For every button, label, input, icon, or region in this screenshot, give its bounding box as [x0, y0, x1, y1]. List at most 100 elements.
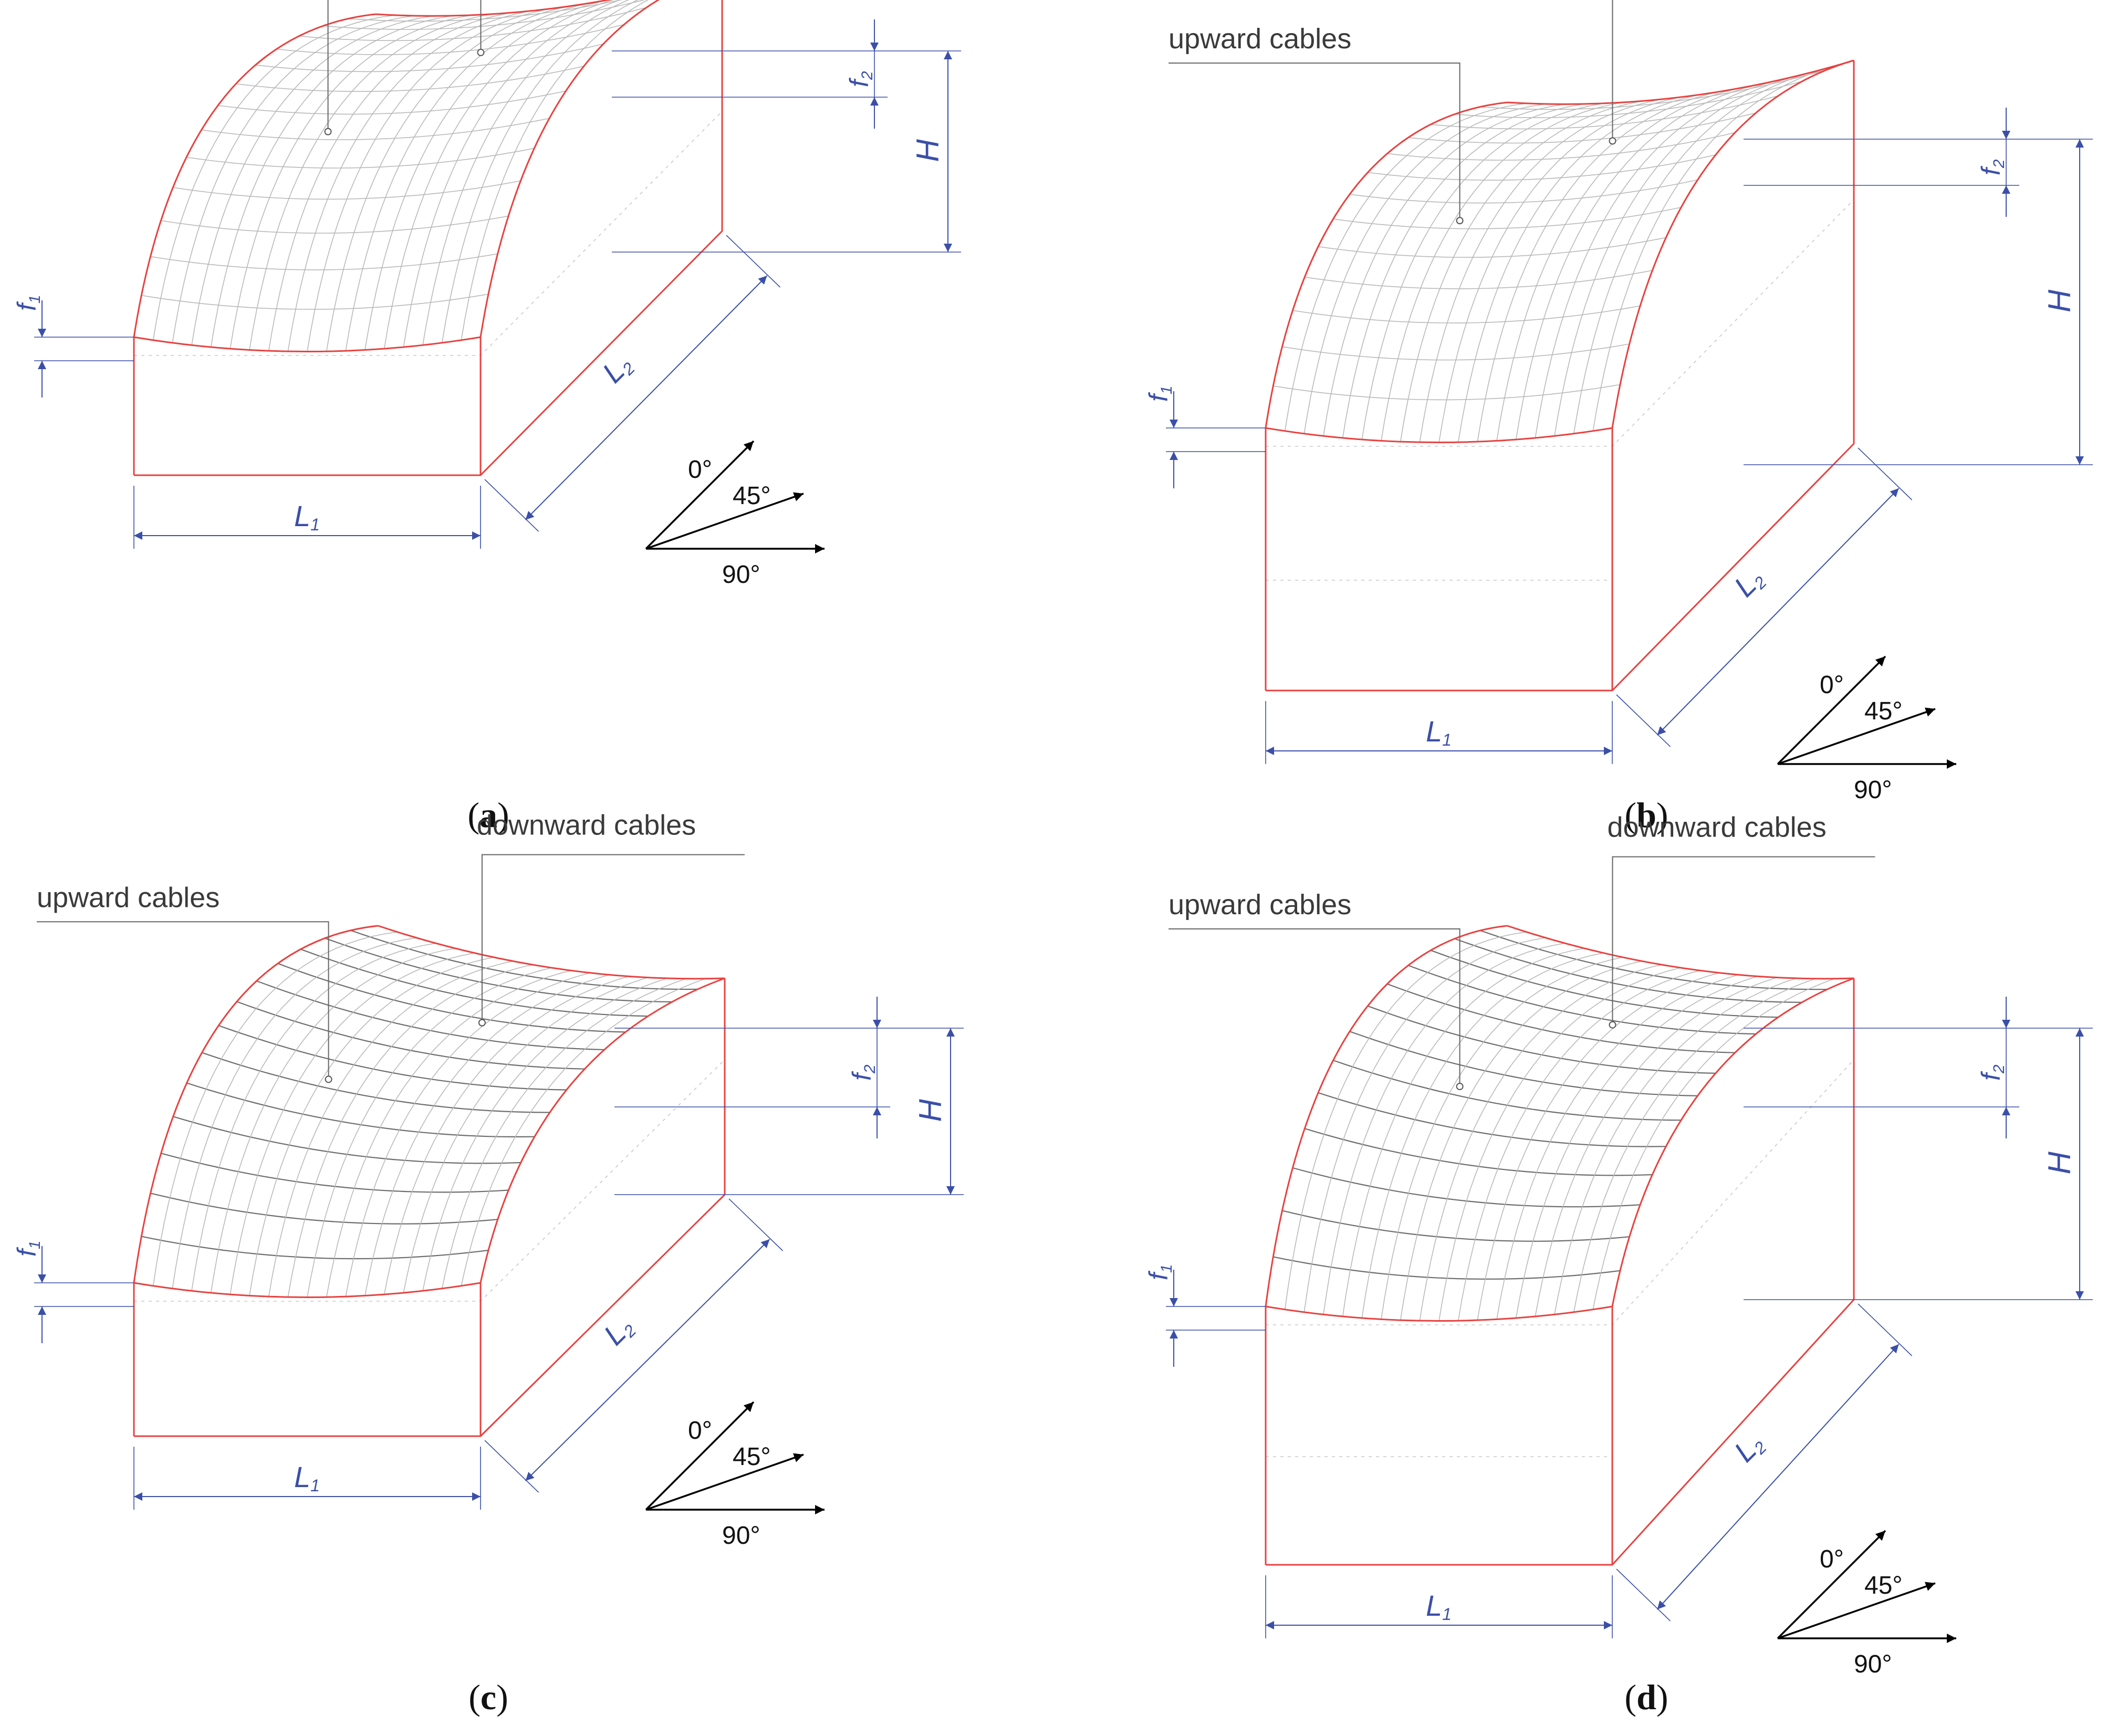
downward-leader: [481, 854, 745, 1023]
angle-90-label: 90°: [722, 561, 760, 589]
downward-cable-line: [210, 15, 453, 348]
upward-cable-line: [1318, 237, 1666, 258]
downward-cable-line: [345, 972, 590, 1297]
downward-cable-line: [383, 0, 614, 349]
downward-leader-dot: [477, 48, 485, 56]
f1-label: f1: [12, 295, 44, 311]
downward-cable-line: [1303, 103, 1546, 434]
angle-45-label: 45°: [733, 1443, 771, 1471]
upward-cable-line: [236, 1001, 585, 1070]
downward-cable-line: [403, 977, 648, 1293]
downward-cables-label: downward cables: [1607, 812, 1826, 843]
l2-dimension-line: [525, 1239, 770, 1481]
panel-caption-letter: d: [1636, 1677, 1656, 1717]
surface-back-edge: [1507, 925, 1854, 980]
upward-cable-line: [1292, 305, 1641, 323]
downward-cable-line: [191, 943, 436, 1291]
upward-cable-line: [1305, 270, 1653, 289]
downward-cable-line: [152, 15, 395, 340]
f2-subscript: 2: [1990, 1064, 2008, 1074]
upward-leader: [1169, 62, 1461, 221]
l1-label: L1: [294, 1460, 320, 1495]
direction-45-arrow: [1777, 707, 1936, 765]
downward-cable-line: [1496, 88, 1739, 441]
downward-cable-line: [1592, 978, 1835, 1310]
angle-45-label: 45°: [1864, 697, 1903, 725]
downward-cable-line: [1323, 103, 1566, 436]
downward-cables-label: downward cables: [477, 810, 696, 841]
upward-leader: [327, 0, 329, 132]
downward-cable-line: [268, 12, 510, 351]
angle-90-label: 90°: [1854, 776, 1892, 804]
upward-cable-line: [1408, 112, 1756, 144]
angle-90-label: 90°: [1854, 1650, 1892, 1678]
downward-cable-line: [307, 967, 552, 1298]
downward-cable-line: [230, 15, 472, 349]
downward-cable-line: [1284, 103, 1527, 431]
cable-mesh: [1273, 929, 1835, 1321]
downward-cable-line: [1381, 957, 1623, 1320]
upward-cable-line: [1349, 179, 1698, 204]
surface-back-edge: [375, 0, 612, 17]
l1-subscript: 1: [310, 1476, 320, 1495]
angle-45-label: 45°: [1864, 1572, 1903, 1599]
surface-front-edge: [1265, 427, 1613, 443]
downward-leader: [1612, 856, 1875, 1025]
downward-cable-line: [307, 8, 549, 352]
panel-caption: (a): [467, 795, 509, 835]
l2-dimension-line: [1656, 488, 1900, 736]
panel-caption: (d): [1624, 1677, 1668, 1717]
upward-cable-line: [202, 1052, 550, 1113]
upward-cable-line: [150, 253, 498, 270]
l2-dimension-line: [1656, 1344, 1900, 1610]
hidden-edge: [134, 111, 723, 356]
angle-0-label: 0°: [688, 1417, 712, 1445]
downward-cable-line: [345, 3, 588, 351]
f1-label: f1: [12, 1240, 44, 1257]
downward-cable-line: [326, 6, 568, 352]
l1-label: L1: [294, 499, 320, 534]
downward-cable-line: [1457, 94, 1700, 443]
upward-cable-line: [150, 1193, 498, 1225]
downward-cable-line: [191, 15, 434, 346]
surface-right-edge: [1611, 59, 1854, 428]
upward-cable-line: [256, 980, 604, 1051]
downward-leader-dot: [478, 1019, 486, 1027]
surface-right-edge: [479, 977, 725, 1283]
downward-cable-line: [1419, 964, 1662, 1321]
surface-back-edge: [1507, 59, 1854, 105]
upward-leader-dot: [1456, 1083, 1464, 1091]
f1-subscript: 1: [1158, 385, 1175, 394]
upward-leader-dot: [1456, 217, 1464, 225]
f2-subscript: 2: [861, 1064, 879, 1074]
upward-cables-label: upward cables: [1169, 23, 1351, 55]
downward-cable-line: [1554, 978, 1797, 1315]
prism-outline: [134, 978, 726, 1437]
downward-cable-line: [1303, 937, 1546, 1313]
hidden-edge: [1266, 1059, 1854, 1325]
direction-45-arrow: [1777, 1582, 1936, 1639]
surface-left-edge: [133, 13, 376, 338]
f2-subscript: 2: [1990, 159, 2008, 169]
cable-mesh: [1273, 65, 1835, 443]
downward-cable-line: [461, 978, 706, 1286]
upward-cable-line: [300, 948, 649, 1017]
h-extension: [612, 50, 961, 253]
downward-cable-line: [1381, 102, 1623, 441]
downward-cable-line: [422, 978, 667, 1291]
l2-extension: [484, 235, 781, 532]
panel-caption: (b): [1624, 795, 1668, 835]
h-extension: [1744, 1028, 2093, 1300]
downward-cable-line: [1438, 97, 1681, 443]
downward-cable-line: [1400, 100, 1642, 442]
l2-dimension-line: [525, 275, 768, 520]
downward-cable-line: [1573, 70, 1816, 434]
surface-left-edge: [1265, 101, 1508, 428]
l2-label: L2: [1727, 561, 1770, 604]
l1-subscript: 1: [310, 515, 320, 534]
f2-label: f2: [847, 1064, 879, 1081]
upward-cable-line: [1368, 154, 1716, 181]
